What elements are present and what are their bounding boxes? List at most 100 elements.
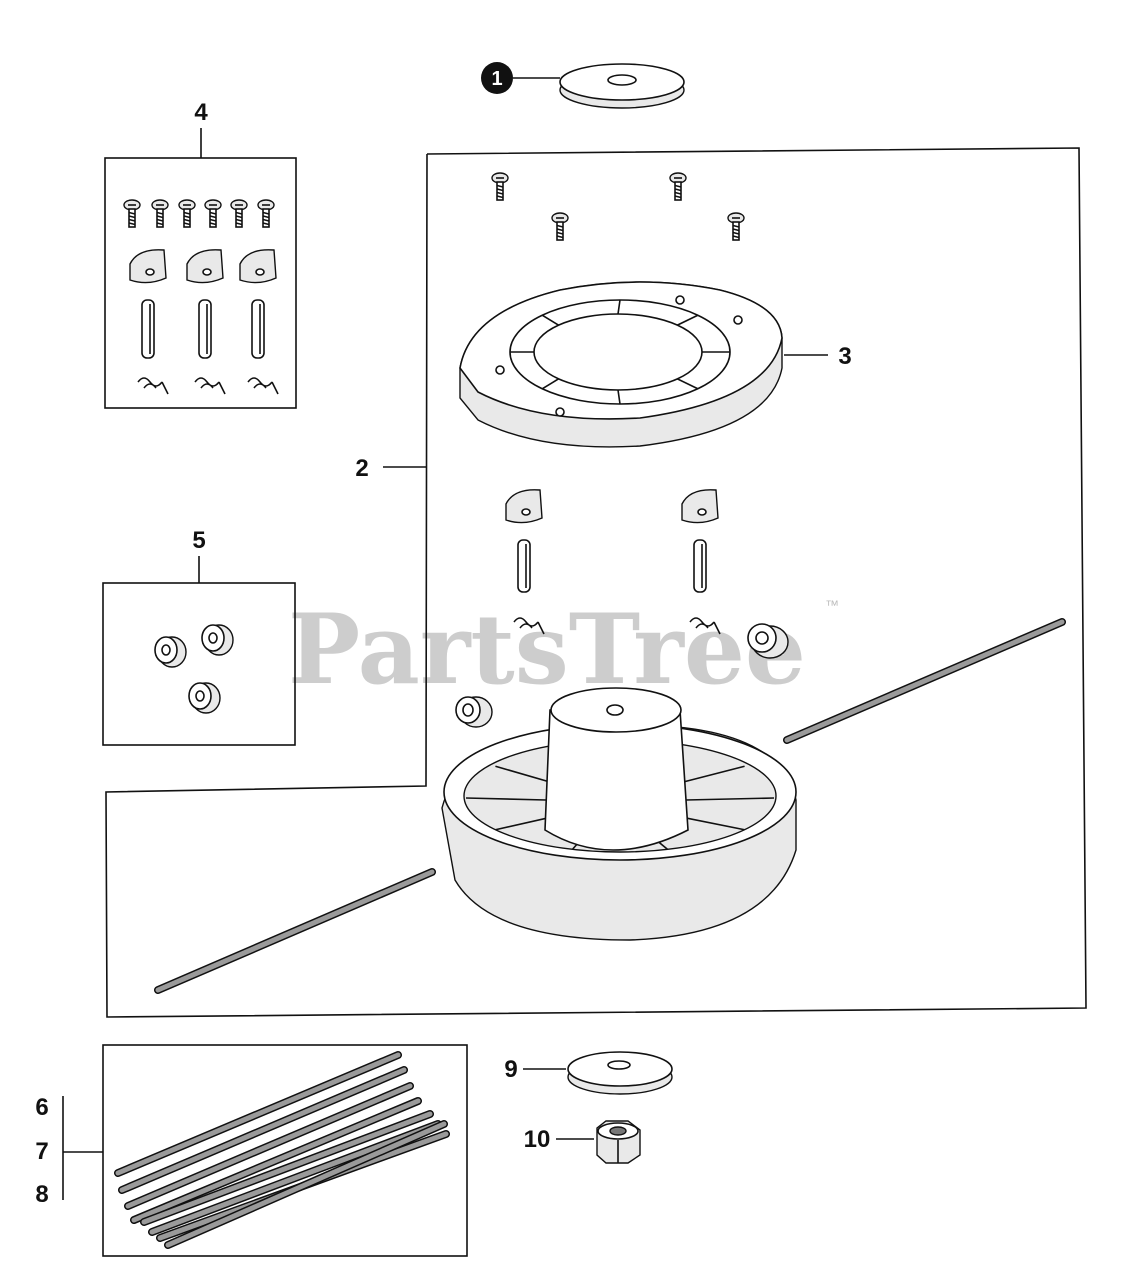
- screw-thread: [209, 211, 217, 215]
- trimmer-line: [115, 1052, 401, 1176]
- screw-thread: [128, 215, 136, 219]
- cover-rib: [617, 299, 621, 315]
- assembly-trimmer-lines: [154, 618, 1066, 994]
- screw-thread: [262, 222, 270, 226]
- screw-shank: [183, 208, 191, 228]
- cam: [505, 489, 543, 524]
- screw-thread: [732, 231, 740, 235]
- screw-thread: [209, 218, 217, 222]
- part-9-washer[interactable]: 9: [504, 1051, 673, 1095]
- screw-thread: [156, 215, 164, 219]
- callout-9-label: 9: [504, 1056, 517, 1083]
- screw-thread: [156, 211, 164, 215]
- callout-2-label: 2: [355, 455, 368, 482]
- screw-thread: [128, 211, 136, 215]
- kit-4-contents: [123, 199, 279, 395]
- screw-thread: [262, 211, 270, 215]
- part-4-kit[interactable]: 4: [104, 99, 297, 409]
- cam-hole: [202, 268, 212, 276]
- callout-8-label: 8: [35, 1181, 48, 1208]
- trimmer-line-left: [155, 869, 435, 993]
- spring: [513, 617, 545, 635]
- washer-1-hole: [607, 74, 637, 86]
- parts-6-7-8-line-kit[interactable]: 6 7 8: [35, 1044, 468, 1257]
- trimmer-line: [131, 1098, 421, 1223]
- screw-thread: [183, 215, 191, 219]
- cam-hole: [255, 268, 265, 276]
- kit-5-box: [102, 582, 296, 746]
- trimmer-line: [149, 1121, 441, 1235]
- grommet-hole: [161, 644, 171, 656]
- screw-thread: [156, 222, 164, 226]
- spring: [137, 377, 169, 395]
- screw-thread: [183, 211, 191, 215]
- assembly-cams-pins-springs: [505, 489, 721, 635]
- cam: [186, 249, 224, 284]
- grommet-left-hole: [462, 703, 474, 717]
- screw-thread: [235, 218, 243, 222]
- screw-thread: [732, 235, 740, 239]
- spring: [247, 377, 279, 395]
- screw-thread: [674, 188, 682, 192]
- screw-shank: [496, 181, 504, 201]
- assembly-grommets: [455, 623, 789, 728]
- spool-rib: [465, 797, 547, 801]
- cam-hole: [521, 508, 531, 516]
- screw-thread: [128, 218, 136, 222]
- screw-shank: [156, 208, 164, 228]
- cover-rib: [541, 314, 560, 326]
- screw-thread: [235, 215, 243, 219]
- cover-rib: [541, 378, 560, 390]
- screw-thread: [183, 222, 191, 226]
- part-2-assembly[interactable]: 2 3: [105, 147, 1087, 1018]
- cover-3-hole-a: [675, 295, 685, 305]
- line-kit-box: [102, 1044, 468, 1257]
- screw-thread: [235, 222, 243, 226]
- screw-thread: [262, 218, 270, 222]
- trimmer-line: [125, 1083, 413, 1209]
- watermark: PartsTree ™: [288, 593, 839, 706]
- callout-7-label: 7: [35, 1138, 48, 1165]
- screw-thread: [556, 224, 564, 228]
- kit-5-contents: [154, 624, 234, 714]
- screw-thread: [209, 215, 217, 219]
- spool-rib: [685, 797, 775, 801]
- kit-4-box: [104, 157, 297, 409]
- cover-rib: [617, 389, 621, 405]
- grommet-hole: [208, 632, 218, 644]
- part-3-cover[interactable]: 3: [459, 281, 852, 448]
- spring: [194, 377, 226, 395]
- screw-shank: [128, 208, 136, 228]
- cam-hole: [145, 268, 155, 276]
- trimmer-line: [165, 1121, 447, 1248]
- part-10-nut[interactable]: 10: [524, 1120, 641, 1164]
- cam: [129, 249, 167, 284]
- grommet-hole: [195, 690, 205, 702]
- cover-3-center-hole: [533, 313, 703, 391]
- callout-6-label: 6: [35, 1094, 48, 1121]
- watermark-text: PartsTree: [288, 593, 806, 706]
- trimmer-line: [119, 1067, 407, 1193]
- screw-thread: [496, 191, 504, 195]
- assembly-2-outline: [105, 147, 1087, 1018]
- assembly-screws: [491, 172, 745, 241]
- line-bundle: [114, 1051, 450, 1249]
- spool-hub-cone: [544, 709, 689, 851]
- cam-hole: [697, 508, 707, 516]
- callout-10-label: 10: [524, 1126, 551, 1153]
- pin: [693, 539, 707, 593]
- screw-thread: [496, 195, 504, 199]
- trimmer-head-spool: [441, 687, 797, 941]
- screw-thread: [556, 235, 564, 239]
- part-1-washer[interactable]: 1: [481, 62, 685, 109]
- cover-rib: [677, 314, 699, 326]
- screw-thread: [183, 218, 191, 222]
- screw-thread: [496, 188, 504, 192]
- trimmer-line-right: [784, 619, 1065, 743]
- screw-shank: [235, 208, 243, 228]
- pin: [251, 299, 265, 359]
- part-5-kit[interactable]: 5: [102, 527, 296, 746]
- cover-rib: [677, 378, 699, 390]
- screw-thread: [674, 184, 682, 188]
